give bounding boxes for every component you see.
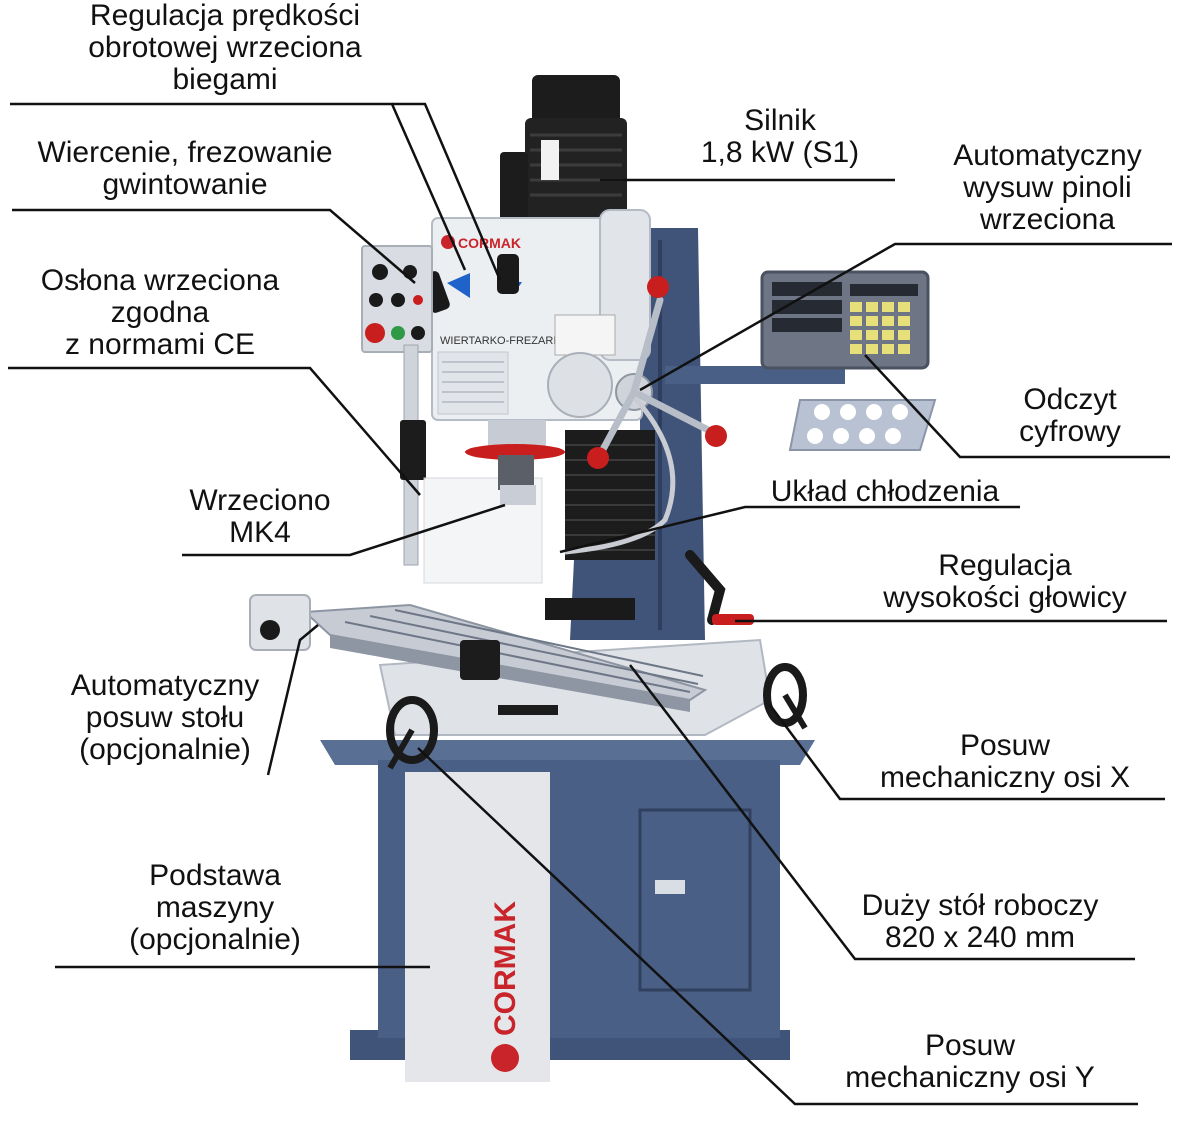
callout-base-line2: maszyny [155,891,275,924]
callout-yfeed: Posuw mechaniczny osi Y [805,1030,1135,1094]
callout-height: Regulacja wysokości głowicy [850,550,1160,614]
table-top [302,603,708,702]
motor-junction-box [500,152,528,222]
column-lock [545,598,635,620]
callout-xfeed-line1: Posuw [959,729,1051,762]
callout-quill: Automatyczny wysuw pinoli wrzeciona [915,140,1180,236]
info-plate [437,351,509,415]
stand-logo: CORMAK [489,901,522,1072]
quill-handle-bottom [587,447,609,469]
gear-lever-blue [447,273,470,298]
callout-autofeed-line1: Automatyczny [70,669,260,702]
leader-yfeed [417,747,1138,1106]
leader-autofeed [266,624,319,776]
head-logo: CORMAK [441,235,521,251]
control-panel [361,245,433,353]
callout-table-line1: Duży stół roboczy [861,889,1099,922]
spindle-ring [465,444,565,460]
leader-guard [8,366,421,496]
callout-autofeed: Automatyczny posuw stołu (opcjonalnie) [45,670,285,766]
dro-keypad [850,302,910,354]
callout-table: Duży stół roboczy 820 x 240 mm [830,890,1130,954]
handwheel-x [763,663,807,727]
spindle-guard [423,477,543,584]
callout-base-line3: (opcjonalnie) [129,923,301,956]
callout-guard-line3: z normami CE [64,328,256,361]
callout-yfeed-line2: mechaniczny osi Y [845,1061,1095,1094]
work-table [249,594,772,736]
callout-xfeed-line2: mechaniczny osi X [879,761,1131,794]
door-latch [655,880,685,894]
callout-guard-line1: Osłona wrzeciona [40,264,280,297]
motor-fan-cover [532,75,620,125]
callout-spindle-line1: Wrzeciono [189,484,331,517]
leader-coolant [559,505,1020,554]
leader-lines [8,102,1172,1106]
gear-lever-2 [497,254,519,294]
callout-autofeed-line3: (opcjonalnie) [79,733,251,766]
callout-autofeed-line2: posuw stołu [85,701,245,734]
callout-coolant: Układ chłodzenia [735,476,1035,508]
callout-speed: Regulacja prędkości obrotowej wrzeciona … [30,0,420,96]
callout-coolant-line1: Układ chłodzenia [770,475,1000,508]
emergency-stop [365,323,385,343]
spindle-mk4 [500,485,536,505]
callout-guard: Osłona wrzeciona zgodna z normami CE [5,265,315,361]
stand-door [638,808,752,992]
svg-text:CORMAK: CORMAK [458,235,521,251]
callout-speed-line3: biegami [172,63,278,96]
callout-table-line2: 820 x 240 mm [884,921,1076,954]
callout-quill-line1: Automatyczny [953,139,1142,172]
height-crank [685,550,726,625]
callout-motor: Silnik 1,8 kW (S1) [660,105,900,169]
power-feed-unit [249,594,311,651]
callout-drill-line1: Wiercenie, frezowanie [37,136,333,169]
callout-motor-line2: 1,8 kW (S1) [700,136,860,169]
leader-quill [639,242,1172,392]
motor-housing [525,118,627,218]
callout-xfeed: Posuw mechaniczny osi X [850,730,1160,794]
leader-drill [12,208,416,284]
callout-height-line1: Regulacja [938,549,1072,582]
leader-spindle [182,503,506,557]
callout-spindle-line2: MK4 [229,516,291,549]
coolant-pipe [564,396,676,555]
stand-logo-text: CORMAK [489,901,522,1036]
machine-stand: CORMAK [320,740,815,1082]
machine-plate: WIERTARKO-FREZARKA [440,335,569,347]
callout-dro-line2: cyfrowy [1019,415,1121,448]
callout-base-line1: Podstawa [149,859,281,892]
leader-speed-2 [392,102,502,281]
callout-dro: Odczyt cyfrowy [990,384,1150,448]
stand-front-panel [405,772,550,1082]
callout-yfeed-line1: Posuw [924,1029,1016,1062]
height-crank-handle [712,614,754,625]
callout-spindle: Wrzeciono MK4 [160,485,360,549]
leader-dro [864,354,1170,459]
callout-motor-line1: Silnik [744,104,816,137]
milling-head: CORMAK WIERTARKO-FREZARKA [420,209,727,469]
callout-drill-line2: gwintowanie [102,168,268,201]
callout-drill: Wiercenie, frezowanie gwintowanie [5,137,365,201]
quill-handle-right [705,425,727,447]
handwheel-y [386,696,438,764]
callout-base: Podstawa maszyny (opcjonalnie) [95,860,335,956]
leader-xfeed [768,704,1165,801]
motor [500,75,627,222]
callout-quill-line3: wrzeciona [979,203,1116,236]
leader-table [629,664,1135,961]
callout-speed-line1: Regulacja prędkości [89,0,361,32]
callout-speed-line2: obrotowej wrzeciona [88,31,362,64]
handwheels [386,663,808,770]
dro-arm [665,366,845,384]
quill-handle-top [647,276,669,298]
callout-dro-line1: Odczyt [1023,383,1117,416]
callout-guard-line2: zgodna [110,296,210,329]
callout-quill-line2: wysuw pinoli [963,171,1132,204]
spindle-area [400,344,565,584]
callout-height-line2: wysokości głowicy [883,581,1127,614]
